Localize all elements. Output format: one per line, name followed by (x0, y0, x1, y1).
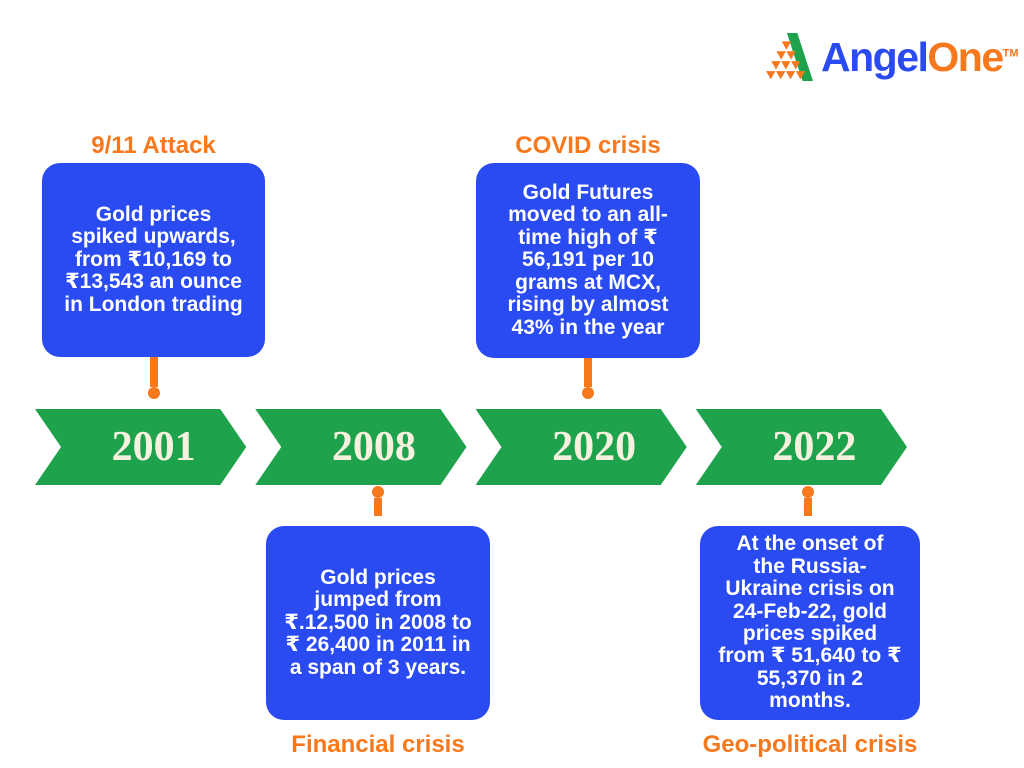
connector-ring-icon (802, 486, 814, 498)
event-label-geopolitical-crisis: Geo-political crisis (702, 731, 918, 758)
timeline-segment-2022: 2022 (696, 409, 907, 485)
connector-2022 (796, 486, 820, 516)
timeline-segment-2001: 2001 (35, 409, 246, 485)
connector-line (150, 357, 158, 387)
event-box-2020: Gold Futures moved to an all-time high o… (476, 163, 700, 358)
connector-line (584, 358, 592, 387)
connector-ring-icon (582, 387, 594, 399)
connector-2001 (142, 357, 166, 399)
event-label-911-attack: 9/11 Attack (91, 132, 216, 159)
connector-2020 (576, 358, 600, 399)
angelone-pyramid-icon (766, 33, 813, 81)
connector-2008 (366, 486, 390, 516)
connector-ring-icon (148, 387, 160, 399)
timeline-segment-2008: 2008 (255, 409, 466, 485)
event-box-2001: Gold prices spiked upwards, from ₹10,169… (42, 163, 265, 357)
angelone-logo: AngelOneTM (764, 31, 1019, 83)
brand-name-angel: Angel (821, 33, 929, 80)
brand-wordmark: AngelOneTM (821, 33, 1019, 80)
timeline-bar: 2001 2008 2020 2022 (35, 409, 907, 485)
event-box-2008: Gold prices jumped from ₹.12,500 in 2008… (266, 526, 490, 720)
connector-line (804, 498, 812, 516)
connector-ring-icon (372, 486, 384, 498)
trademark-symbol: TM (1002, 46, 1019, 59)
brand-name-one: One (927, 33, 1004, 80)
event-label-financial-crisis: Financial crisis (291, 731, 465, 758)
event-label-covid-crisis: COVID crisis (515, 132, 661, 159)
event-box-2022: At the onset of the Russia-Ukraine crisi… (700, 526, 920, 720)
connector-line (374, 498, 382, 516)
timeline-segment-2020: 2020 (476, 409, 687, 485)
